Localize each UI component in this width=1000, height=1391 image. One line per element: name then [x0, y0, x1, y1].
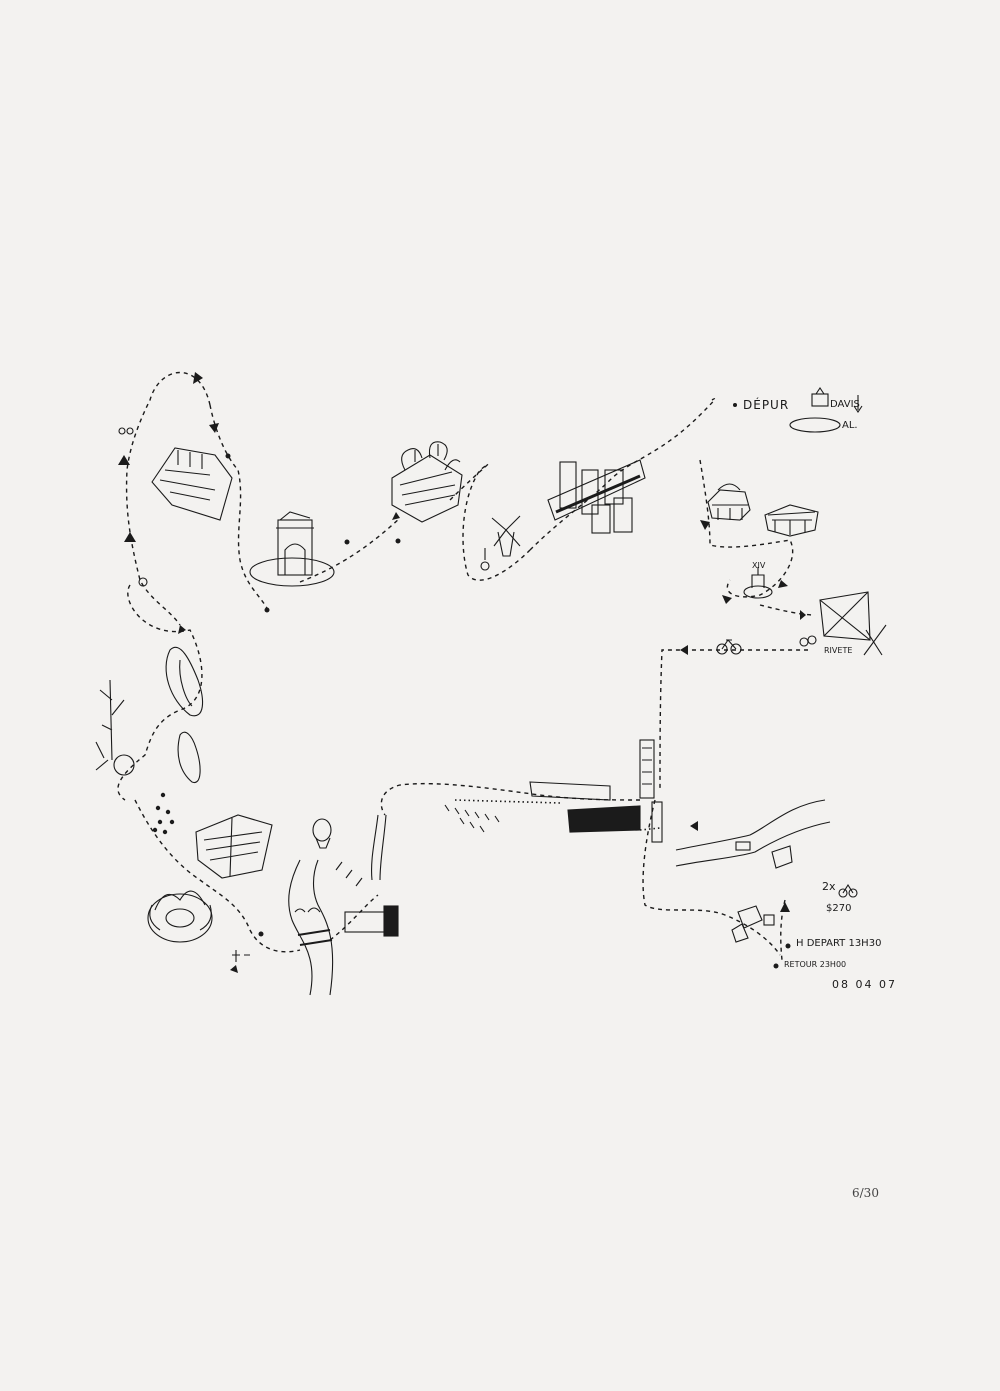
hot-air-balloon-icon: [312, 818, 332, 849]
tv-icon: [789, 387, 863, 433]
lake-icon: [165, 647, 204, 717]
long-building-icon: [529, 781, 641, 833]
bicycle-icon: [716, 639, 742, 655]
river-icon: [675, 799, 831, 869]
rivete-label: RIVETE: [824, 646, 853, 655]
edition-number: 6/30: [852, 1186, 879, 1200]
building-group-icon: [344, 814, 775, 943]
tree-icon: [95, 679, 135, 776]
bikes-count-label: 2x: [822, 880, 836, 893]
lotus-building-icon: [147, 890, 213, 943]
xiv-label: XIV: [752, 561, 766, 570]
river-icon: [288, 859, 334, 996]
lake-icon: [177, 731, 201, 783]
amphitheater-icon: [151, 447, 233, 521]
floating-garden-icon: [391, 441, 463, 523]
depart-time-label: H DEPART 13H30: [796, 938, 882, 949]
palace-icon: [707, 483, 751, 521]
bridge-towers-icon: [547, 459, 646, 534]
windmill-icon: [480, 515, 521, 571]
field-marks: [232, 804, 500, 962]
depur-label: DÉPUR: [743, 398, 790, 412]
return-time-label: RETOUR 23H00: [784, 960, 847, 969]
stadium-icon: [195, 814, 273, 879]
date-label: 08 04 07: [832, 978, 897, 991]
statue-icon: [743, 567, 773, 599]
dots-cluster: [152, 792, 175, 835]
route-nodes: [225, 403, 791, 969]
route-arrows: [118, 372, 806, 973]
dotted-path: [454, 799, 661, 831]
bicycle-icon: [838, 883, 858, 898]
davis-label: DAVIS: [830, 399, 860, 410]
al-label: AL.: [842, 420, 858, 431]
tall-building-icon: [639, 739, 663, 843]
price-label: $270: [826, 903, 852, 914]
bicycle-icon: [118, 427, 148, 587]
temple-icon: [764, 504, 819, 537]
kite-icon: [799, 591, 887, 656]
arc-de-triomphe-icon: [249, 511, 335, 587]
